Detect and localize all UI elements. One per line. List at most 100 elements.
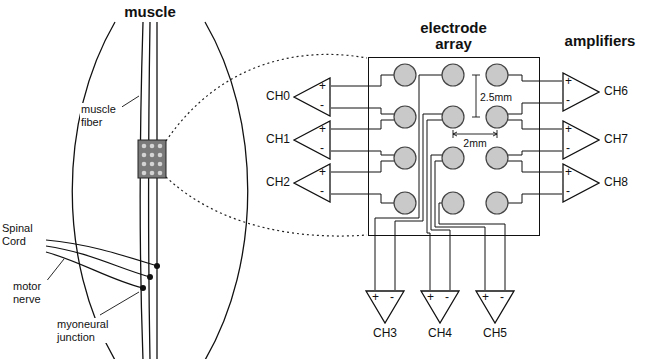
amplifier-symbol [365, 290, 405, 324]
amplifier-node: +- [293, 77, 331, 117]
input-polarity: + [319, 166, 326, 178]
signal-wire [450, 236, 451, 290]
amplifier-node: +- [420, 290, 460, 324]
electrode [442, 64, 464, 86]
wire [508, 151, 540, 155]
input-polarity: + [482, 291, 489, 303]
electrodes [394, 64, 508, 214]
signal-wire [430, 236, 431, 290]
amplifier-triangle [366, 291, 404, 323]
channel-name: CH0 [252, 90, 290, 104]
amplifier-triangle [421, 291, 459, 323]
amplifier-triangle [563, 121, 599, 159]
input-polarity: - [445, 291, 449, 303]
dimension-lines [453, 75, 497, 138]
dimension-value: 2mm [460, 137, 490, 149]
amplifier-triangle [294, 121, 330, 159]
patch-dot [142, 153, 147, 158]
leader-line [100, 292, 139, 315]
dimension-value: 2.5mm [480, 91, 516, 103]
wire [368, 75, 394, 86]
wire [368, 151, 394, 155]
input-polarity: + [565, 123, 572, 135]
wire [368, 161, 394, 172]
patch-dot [150, 144, 155, 149]
channel-name: CH4 [420, 327, 460, 341]
signal-wire [485, 236, 486, 290]
channel-name: CH5 [475, 327, 515, 341]
part-name: muscle fiber [80, 103, 122, 128]
patch-dot [142, 162, 147, 167]
muscle-fiber-line [149, 22, 151, 359]
amplifier-node: +- [562, 120, 600, 160]
signal-wire [331, 194, 368, 195]
amplifier-triangle [476, 291, 514, 323]
signal-wire [331, 108, 368, 109]
electrode [486, 147, 508, 169]
electrode-patch [138, 140, 166, 178]
patch-dot [150, 153, 155, 158]
wire [508, 161, 540, 172]
input-polarity: - [566, 142, 570, 154]
junction-dot [140, 285, 146, 291]
amplifier-node: +- [293, 163, 331, 203]
amplifier-node: +- [562, 163, 600, 203]
patch-dot [150, 162, 155, 167]
amplifier-symbol [420, 290, 460, 324]
channel-name: CH1 [252, 133, 290, 147]
wire [368, 194, 394, 203]
muscle-outline [72, 22, 115, 359]
channel-name: CH3 [365, 327, 405, 341]
electrode [486, 64, 508, 86]
channel-name: CH7 [604, 133, 646, 147]
wire [508, 103, 540, 114]
array-heading: electrode array [412, 20, 496, 52]
amplifier-node: +- [293, 120, 331, 160]
input-polarity: - [320, 99, 324, 111]
electrode-patch-body [138, 140, 166, 178]
input-polarity: - [320, 185, 324, 197]
channel-name: CH8 [604, 176, 646, 190]
input-polarity: - [566, 185, 570, 197]
electrode [442, 147, 464, 169]
amplifier-triangle [563, 164, 599, 202]
signal-wire [331, 151, 368, 152]
input-polarity: + [427, 291, 434, 303]
patch-dot [158, 144, 163, 149]
signal-wire [395, 236, 396, 290]
electrode [394, 147, 416, 169]
muscle-drawing [72, 22, 248, 359]
electrode [442, 192, 464, 214]
junction-dot [154, 263, 160, 269]
input-polarity: - [320, 142, 324, 154]
amplifier-node: +- [475, 290, 515, 324]
wire [435, 161, 485, 236]
magnify-line [166, 54, 367, 141]
input-polarity: - [566, 94, 570, 106]
wire [508, 120, 540, 129]
wire [508, 75, 540, 81]
amplifier-triangle [563, 73, 599, 111]
signal-wire [540, 81, 562, 82]
leader-lines [45, 96, 139, 315]
channel-name: CH2 [252, 176, 290, 190]
part-name: myoneural junction [56, 318, 118, 343]
input-polarity: + [565, 166, 572, 178]
patch-dot [142, 171, 147, 176]
amplifier-node: +- [562, 72, 600, 112]
signal-wire [540, 129, 562, 130]
signal-wire [331, 172, 368, 173]
input-polarity: + [319, 80, 326, 92]
electrode-array-box: electrode array [368, 57, 540, 236]
junction-dot [147, 274, 153, 280]
input-polarity: - [500, 291, 504, 303]
figure-heading: amplifiers [555, 32, 645, 49]
patch-dot [158, 153, 163, 158]
patch-dot [142, 144, 147, 149]
amplifier-triangle [294, 78, 330, 116]
wire [508, 194, 540, 203]
signal-wire [540, 151, 562, 152]
electrode [486, 192, 508, 214]
nerve-line [46, 240, 157, 266]
electrode-patch-dots [142, 144, 163, 176]
